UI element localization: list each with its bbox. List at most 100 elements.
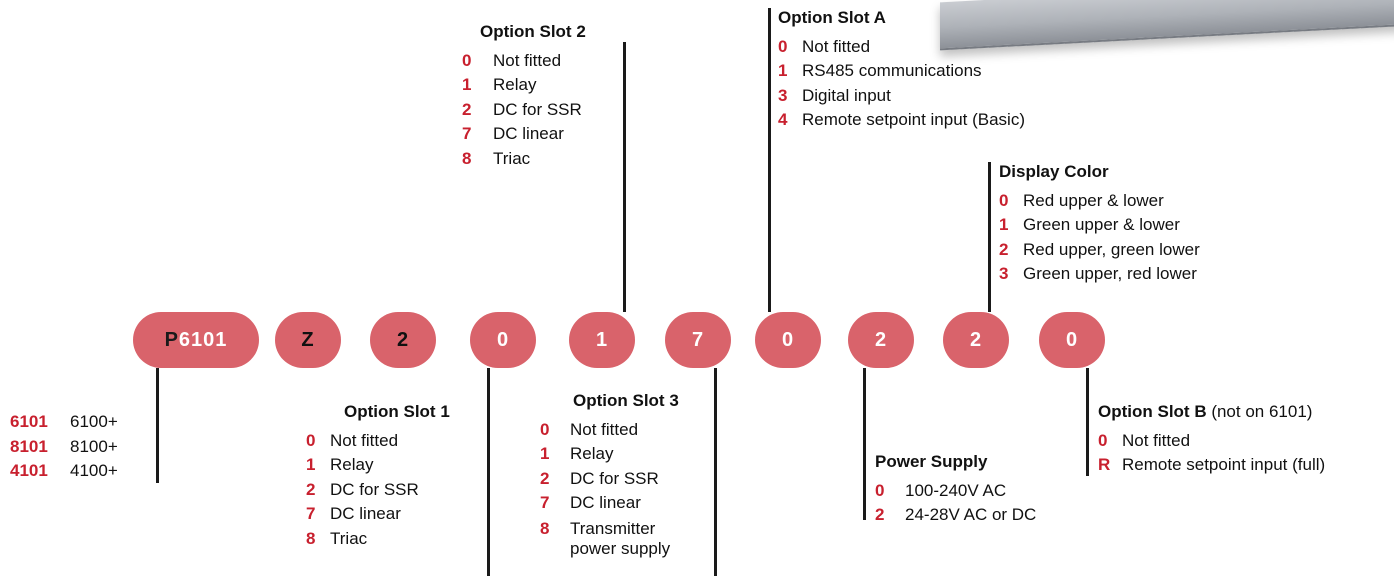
segment-model-value: 6101 xyxy=(178,328,228,351)
option-label: DC for SSR xyxy=(570,468,659,488)
list-item: 3 Digital input xyxy=(778,84,1025,109)
model-label: 4100+ xyxy=(70,461,118,480)
display-color-title: Display Color xyxy=(999,162,1109,181)
list-item: 1 Relay xyxy=(462,73,586,98)
option-label: Green upper, red lower xyxy=(1023,264,1197,283)
option-slot-1-title: Option Slot 1 xyxy=(344,402,450,421)
option-label-multiline: Transmitter power supply xyxy=(570,519,670,559)
segment-power-supply-value: 0 xyxy=(781,328,795,351)
model-item: 6101 6100+ xyxy=(10,410,118,435)
option-label: Red upper & lower xyxy=(1023,190,1164,210)
connector-power-supply xyxy=(863,368,866,520)
option-code: 4 xyxy=(778,110,788,129)
segment-option-slot-3-value: 0 xyxy=(496,328,510,351)
connector-option-slot-1 xyxy=(487,368,490,576)
option-code: 0 xyxy=(999,190,1009,210)
segment-model-prefix: P xyxy=(164,328,179,351)
option-label: Red upper, green lower xyxy=(1023,239,1200,259)
model-item: 4101 4100+ xyxy=(10,459,118,484)
option-slot-2-title: Option Slot 2 xyxy=(480,22,586,41)
segment-last-value: 0 xyxy=(1065,328,1079,351)
option-code: 0 xyxy=(1098,430,1108,450)
list-item: 0 Not fitted xyxy=(306,429,450,454)
list-item: 0 Red upper & lower xyxy=(999,189,1200,214)
segment-option-slot-2: 1 xyxy=(569,312,635,368)
model-code: 4101 xyxy=(10,461,48,480)
option-code: 1 xyxy=(462,75,472,94)
power-supply-title: Power Supply xyxy=(875,452,988,471)
option-code: 8 xyxy=(306,528,316,548)
option-label: Relay xyxy=(330,455,374,474)
option-code: 7 xyxy=(306,504,316,523)
segment-option-slot-b: 2 xyxy=(943,312,1009,368)
option-code: 0 xyxy=(306,430,316,450)
model-code: 6101 xyxy=(10,412,48,431)
model-label: 6100+ xyxy=(70,412,118,431)
list-item: 7 DC linear xyxy=(306,502,450,527)
segment-z: Z xyxy=(275,312,341,368)
connector-option-slot-b xyxy=(1086,368,1089,476)
option-label: Remote setpoint input (Basic) xyxy=(802,110,1025,129)
option-slot-b-title-note: (not on 6101) xyxy=(1206,402,1313,421)
list-item: 7 DC linear xyxy=(540,491,679,516)
option-label: DC linear xyxy=(330,504,401,523)
connector-option-slot-3 xyxy=(714,368,717,576)
segment-option-slot-a-value: 7 xyxy=(691,328,705,351)
option-label: Relay xyxy=(493,75,537,94)
option-code: 7 xyxy=(462,124,472,143)
option-label: 24-28V AC or DC xyxy=(905,505,1037,524)
option-label: Digital input xyxy=(802,85,891,105)
option-label: DC linear xyxy=(570,493,641,512)
segment-last: 0 xyxy=(1039,312,1105,368)
option-code: R xyxy=(1098,455,1111,474)
option-label: Triac xyxy=(330,528,368,548)
segment-option-slot-1-value: 2 xyxy=(396,328,410,351)
segment-option-slot-1: 2 xyxy=(370,312,436,368)
option-code: 2 xyxy=(306,479,316,499)
option-slot-b-title: Option Slot B (not on 6101) xyxy=(1098,400,1325,425)
option-code: 8 xyxy=(540,518,550,538)
option-label: Relay xyxy=(570,444,614,463)
segment-option-slot-b-value: 2 xyxy=(969,328,983,351)
option-label: DC for SSR xyxy=(493,99,582,119)
list-item: 7 DC linear xyxy=(462,122,586,147)
option-code: 2 xyxy=(875,505,885,524)
option-code: 7 xyxy=(540,493,550,512)
list-item: 8 Triac xyxy=(306,527,450,552)
connector-display-color xyxy=(988,162,991,312)
option-code: 1 xyxy=(306,455,316,474)
model-code: 8101 xyxy=(10,436,48,456)
option-label: RS485 communications xyxy=(802,61,982,80)
option-label: Triac xyxy=(493,148,531,168)
list-item: 8 Transmitter power supply xyxy=(540,519,679,559)
option-label: DC linear xyxy=(493,124,564,143)
option-label: power supply xyxy=(570,538,671,558)
option-code: 0 xyxy=(778,36,788,56)
option-slot-b-title-text: Option Slot B xyxy=(1098,402,1207,421)
list-item: 0 Not fitted xyxy=(462,49,586,74)
segment-z-value: Z xyxy=(301,328,315,351)
option-code: 0 xyxy=(875,480,885,500)
option-label: Green upper & lower xyxy=(1023,215,1180,234)
option-label: Not fitted xyxy=(493,50,562,70)
segment-power-supply: 0 xyxy=(755,312,821,368)
option-code: 3 xyxy=(778,85,788,105)
list-item: 4 Remote setpoint input (Basic) xyxy=(778,108,1025,133)
option-label: Not fitted xyxy=(330,430,399,450)
option-code: 0 xyxy=(462,50,472,70)
